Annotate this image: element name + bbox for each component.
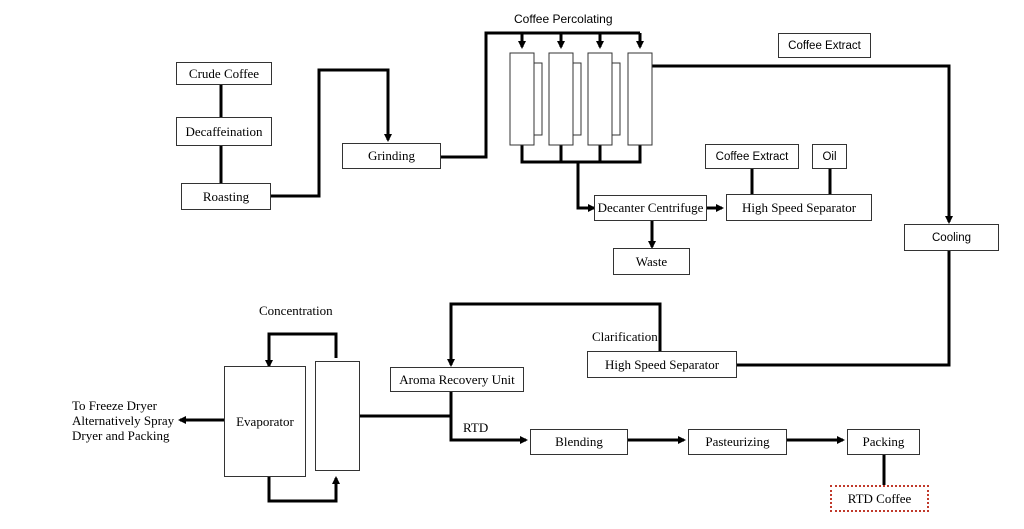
- oil-box: Oil: [812, 144, 847, 169]
- packing-box: Packing: [847, 429, 920, 455]
- to-freeze-dryer-line-3: Dryer and Packing: [72, 428, 170, 443]
- percolator-column-4: [627, 52, 653, 146]
- connector-cooling-separator: [737, 251, 951, 367]
- to-freeze-dryer-line-2: Alternatively Spray: [72, 413, 175, 428]
- decanter-centrifuge-box: Decanter Centrifuge: [594, 195, 707, 221]
- decaffeination-box: Decaffeination: [176, 117, 272, 146]
- aroma-recovery-unit-box: Aroma Recovery Unit: [390, 367, 524, 392]
- concentration-label: Concentration: [259, 303, 333, 318]
- clarification-label: Clarification: [592, 329, 658, 344]
- crude-coffee-box: Crude Coffee: [176, 62, 272, 85]
- concentration-loop-top: [265, 332, 338, 368]
- percolator-outlet-manifold: [520, 145, 642, 164]
- waste-box: Waste: [613, 248, 690, 275]
- percolator-connector-1: [533, 62, 543, 136]
- connector-grinding-percolating: [441, 31, 640, 159]
- cooling-box: Cooling: [904, 224, 999, 251]
- coffee-extract-top-box: Coffee Extract: [778, 33, 871, 58]
- percolator-column-1: [509, 52, 535, 146]
- connector-rtd-blending: [449, 416, 528, 444]
- rtd-coffee-box: RTD Coffee: [830, 485, 929, 512]
- percolator-column-3: [587, 52, 613, 146]
- connector-to-decanter: [576, 162, 596, 212]
- connector-separator-aroma: [447, 302, 662, 367]
- percolator-column-2: [548, 52, 574, 146]
- to-freeze-dryer-label: To Freeze Dryer Alternatively Spray Drye…: [72, 398, 174, 443]
- to-freeze-dryer-line-1: To Freeze Dryer: [72, 398, 157, 413]
- connector-percolating-cooling: [652, 64, 953, 224]
- evaporator-box: Evaporator: [224, 366, 306, 477]
- rtd-label: RTD: [463, 420, 489, 435]
- concentration-loop-bottom: [267, 476, 340, 503]
- roasting-box: Roasting: [181, 183, 271, 210]
- high-speed-separator-top-box: High Speed Separator: [726, 194, 872, 221]
- pasteurizing-box: Pasteurizing: [688, 429, 787, 455]
- coffee-percolating-label: Coffee Percolating: [514, 12, 613, 26]
- grinding-box: Grinding: [342, 143, 441, 169]
- connector-roasting-grinding: [271, 68, 392, 198]
- coffee-extract-mid-box: Coffee Extract: [705, 144, 799, 169]
- blending-box: Blending: [530, 429, 628, 455]
- high-speed-separator-bottom-box: High Speed Separator: [587, 351, 737, 378]
- percolator-connector-2: [572, 62, 582, 136]
- concentration-column: [315, 361, 360, 471]
- percolator-connector-3: [611, 62, 621, 136]
